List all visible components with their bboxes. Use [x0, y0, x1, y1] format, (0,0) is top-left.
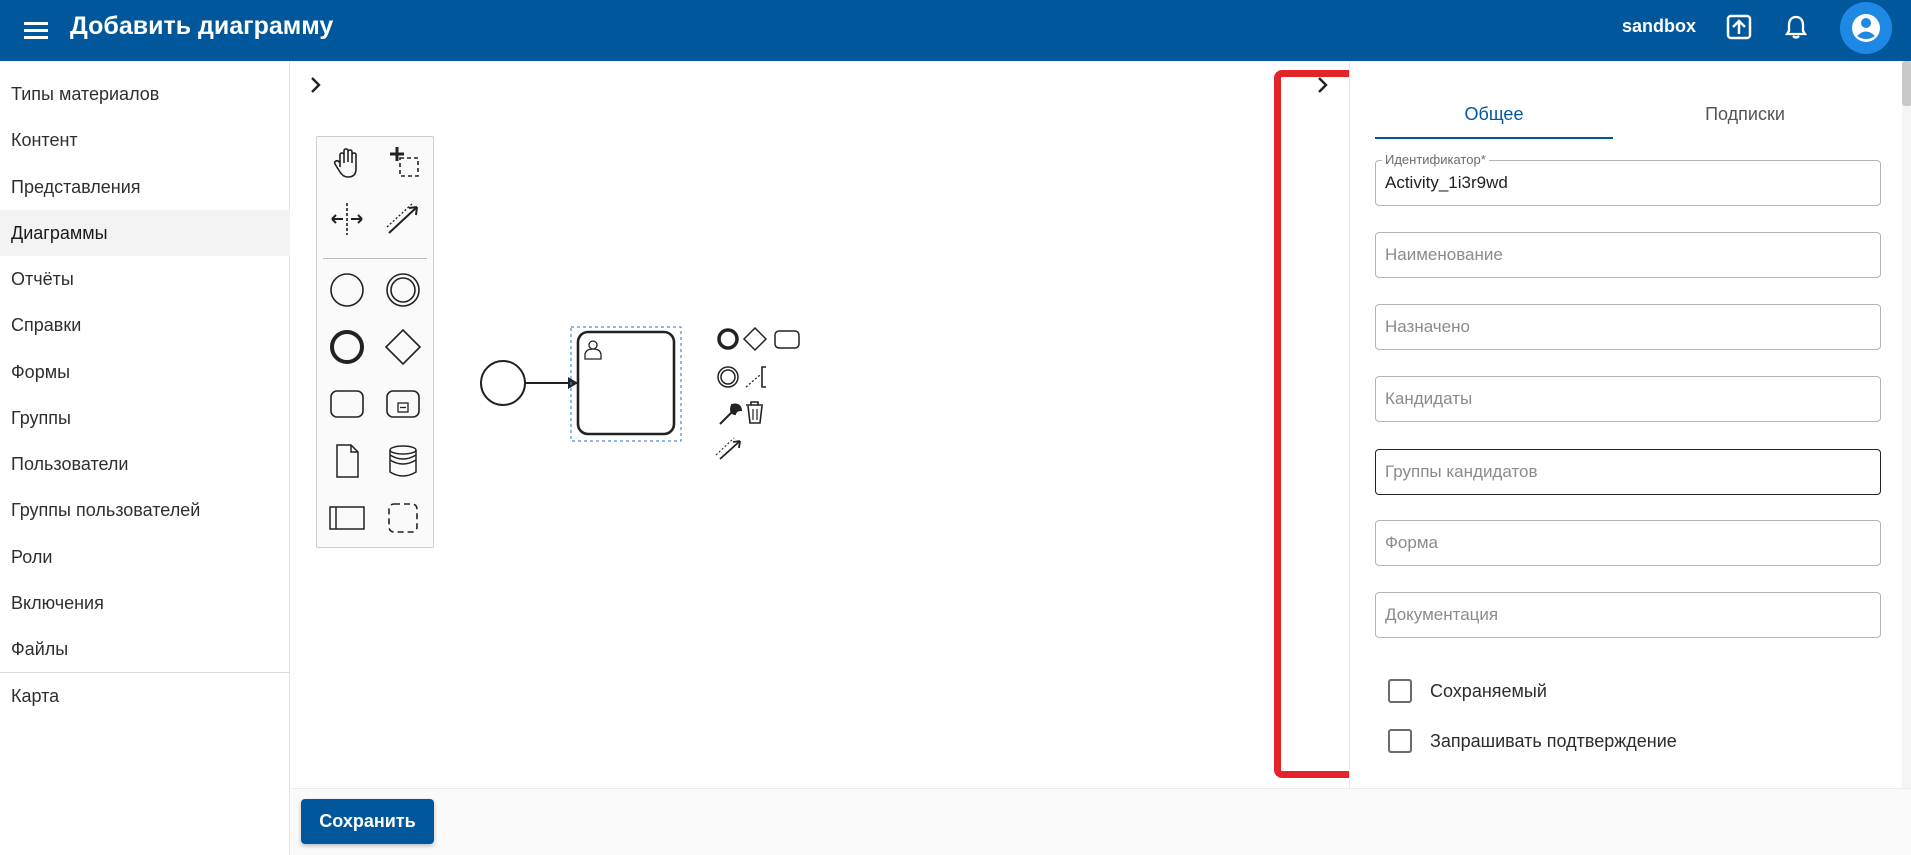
documentation-field[interactable]: Документация — [1375, 592, 1881, 638]
start-event-shape[interactable] — [480, 360, 526, 406]
sidebar-item-user-groups[interactable]: Группы пользователей — [11, 500, 201, 520]
name-field[interactable]: Наименование — [1375, 232, 1881, 278]
space-tool-icon[interactable] — [327, 199, 367, 239]
sidebar-item-inclusions[interactable]: Включения — [11, 593, 104, 613]
confirmation-checkbox-label: Запрашивать подтверждение — [1430, 731, 1677, 751]
hand-tool-icon[interactable] — [327, 143, 367, 183]
assignee-field[interactable]: Назначено — [1375, 304, 1881, 350]
task-icon[interactable] — [327, 384, 367, 424]
tab-general[interactable]: Общее — [1375, 89, 1613, 139]
append-gateway-icon[interactable] — [742, 326, 768, 352]
sidebar-nav: Типы материалов Контент Представления Ди… — [0, 61, 290, 855]
persistent-checkbox[interactable] — [1388, 679, 1412, 703]
tab-subscriptions[interactable]: Подписки — [1705, 104, 1785, 124]
properties-panel: Общее Подписки Идентификатор* Activity_1… — [1349, 61, 1911, 788]
sidebar-divider — [0, 672, 290, 673]
identifier-value: Activity_1i3r9wd — [1385, 173, 1508, 192]
context-pad — [715, 326, 800, 460]
connect-arrow-icon[interactable] — [715, 437, 741, 460]
candidate-groups-placeholder: Группы кандидатов — [1385, 462, 1538, 481]
account-avatar[interactable] — [1840, 2, 1892, 54]
user-task-shape[interactable] — [576, 330, 676, 436]
append-intermediate-event-icon[interactable] — [717, 366, 739, 388]
sidebar-item-roles[interactable]: Роли — [11, 547, 53, 567]
data-store-icon[interactable] — [383, 441, 423, 481]
menu-icon[interactable] — [20, 14, 52, 46]
pool-icon[interactable] — [327, 498, 367, 538]
selection-outline — [570, 326, 682, 442]
sidebar-item-map[interactable]: Карта — [11, 686, 60, 706]
diagram-canvas[interactable] — [291, 61, 1349, 788]
notifications-bell-icon[interactable] — [1780, 11, 1812, 43]
subprocess-icon[interactable] — [383, 384, 423, 424]
sidebar-item-material-types[interactable]: Типы материалов — [11, 84, 160, 104]
append-end-event-icon[interactable] — [717, 328, 739, 350]
append-task-icon[interactable] — [774, 330, 800, 349]
group-icon[interactable] — [383, 498, 423, 538]
bpmn-palette — [316, 136, 434, 548]
sidebar-item-reports[interactable]: Отчёты — [11, 269, 74, 289]
persistent-checkbox-label: Сохраняемый — [1430, 681, 1547, 701]
user-name: sandbox — [1621, 16, 1696, 36]
assignee-placeholder: Назначено — [1385, 317, 1470, 336]
page-title: Добавить диаграмму — [70, 12, 334, 40]
identifier-label: Идентификатор* — [1382, 152, 1489, 167]
gateway-icon[interactable] — [383, 327, 423, 367]
chevron-right-icon[interactable] — [1312, 74, 1334, 96]
sidebar-item-forms[interactable]: Формы — [11, 362, 71, 382]
palette-separator — [323, 258, 427, 259]
sidebar-item-references[interactable]: Справки — [11, 315, 82, 335]
data-object-icon[interactable] — [327, 441, 367, 481]
identifier-field[interactable]: Идентификатор* Activity_1i3r9wd — [1375, 152, 1881, 206]
save-button[interactable]: Сохранить — [301, 799, 434, 844]
app-header: Добавить диаграмму sandbox — [0, 0, 1911, 61]
sidebar-item-views[interactable]: Представления — [11, 177, 141, 197]
sidebar-item-groups[interactable]: Группы — [11, 408, 71, 428]
candidate-groups-field[interactable]: Группы кандидатов — [1375, 449, 1881, 495]
form-placeholder: Форма — [1385, 533, 1438, 552]
change-type-wrench-icon[interactable] — [719, 403, 743, 425]
upload-icon[interactable] — [1723, 11, 1755, 43]
end-event-icon[interactable] — [327, 327, 367, 367]
sequence-flow-arrow[interactable] — [525, 377, 578, 389]
panel-scrollbar[interactable] — [1902, 61, 1911, 788]
form-field[interactable]: Форма — [1375, 520, 1881, 566]
sidebar-item-files[interactable]: Файлы — [11, 639, 69, 659]
panel-scrollbar-thumb[interactable] — [1902, 61, 1911, 106]
sidebar-item-users[interactable]: Пользователи — [11, 454, 129, 474]
sidebar-item-diagrams[interactable]: Диаграммы — [0, 210, 290, 256]
bpmn-diagram[interactable] — [470, 320, 830, 480]
append-text-annotation-icon[interactable] — [745, 366, 766, 388]
intermediate-event-icon[interactable] — [383, 270, 423, 310]
documentation-placeholder: Документация — [1385, 605, 1499, 624]
name-placeholder: Наименование — [1385, 245, 1503, 264]
account-circle-icon — [1852, 14, 1880, 42]
lasso-tool-icon[interactable] — [383, 143, 423, 183]
delete-trash-icon[interactable] — [746, 401, 763, 424]
chevron-right-icon[interactable] — [305, 74, 327, 96]
start-event-icon[interactable] — [327, 270, 367, 310]
footer-bar: Сохранить — [291, 788, 1911, 855]
highlight-annotation — [1274, 70, 1349, 778]
sidebar-item-content[interactable]: Контент — [11, 130, 78, 150]
candidates-placeholder: Кандидаты — [1385, 389, 1473, 408]
confirmation-checkbox[interactable] — [1388, 729, 1412, 753]
global-connect-tool-icon[interactable] — [383, 199, 423, 239]
candidates-field[interactable]: Кандидаты — [1375, 376, 1881, 422]
